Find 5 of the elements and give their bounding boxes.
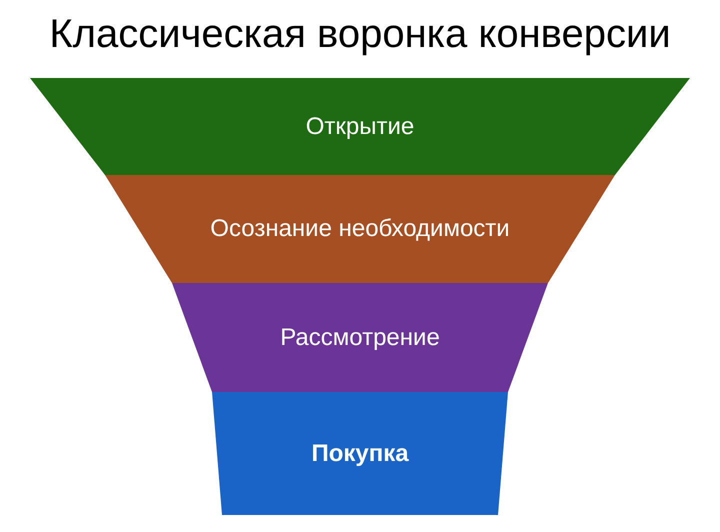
stage-label: Рассмотрение <box>280 324 440 352</box>
stage-label: Открытие <box>306 112 414 140</box>
stage-label: Осознание необходимости <box>210 215 510 243</box>
diagram-title: Классическая воронка конверсии <box>49 12 671 57</box>
stage-label: Покупка <box>311 440 409 468</box>
